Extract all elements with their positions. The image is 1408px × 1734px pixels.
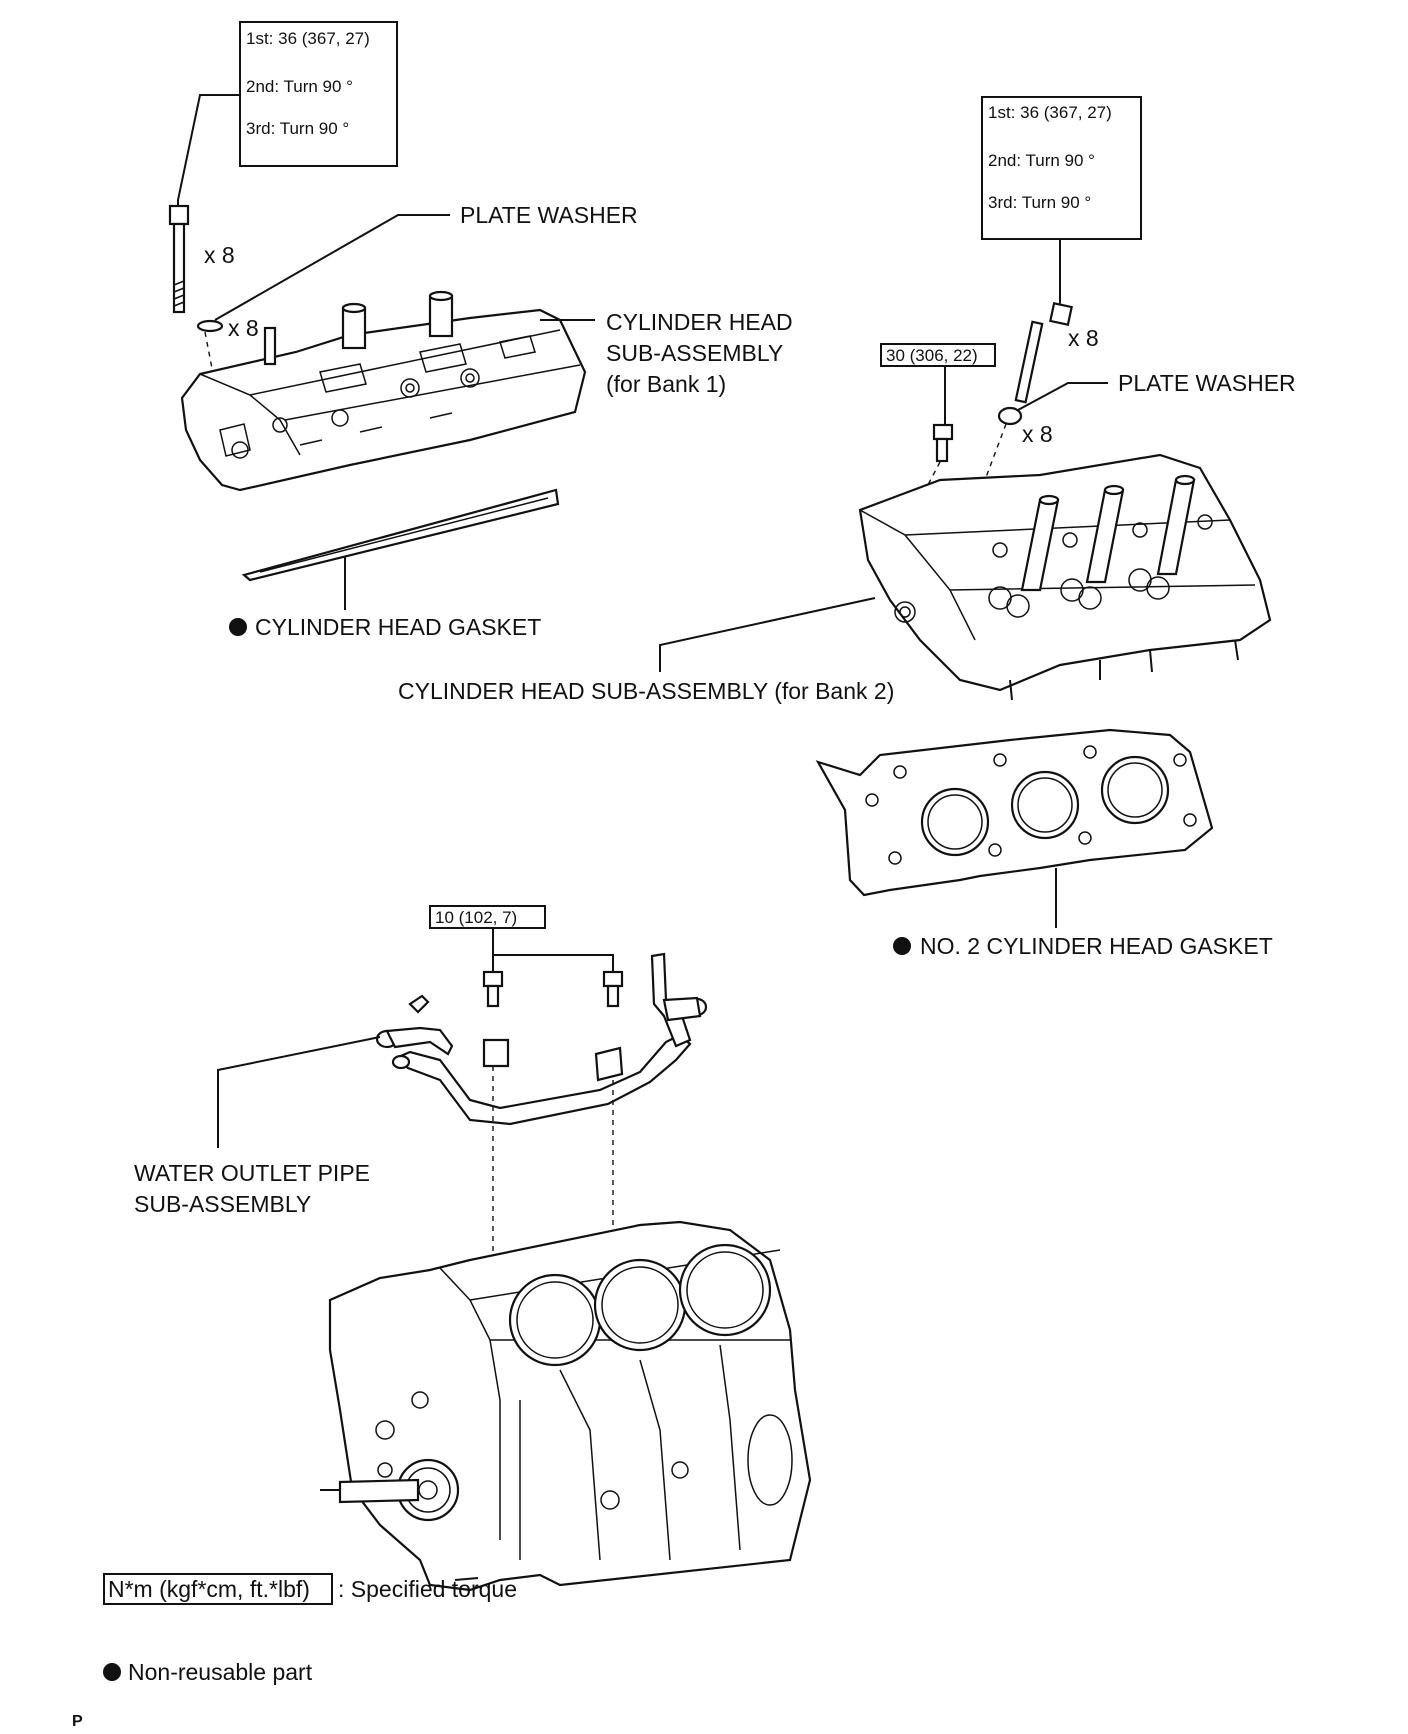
torque-small-bolt-box: 30 (306, 22) — [880, 343, 996, 367]
head-bank1-label-line2: SUB-ASSEMBLY — [606, 340, 783, 366]
gasket-1-label: CYLINDER HEAD GASKET — [255, 614, 541, 640]
torque-box-bank1: 1st: 36 (367, 27) 2nd: Turn 90 ° 3rd: Tu… — [239, 21, 398, 167]
corner-mark: P — [72, 1713, 83, 1730]
engine-block — [320, 1220, 812, 1592]
legend-nonreusable-dot — [103, 1663, 121, 1681]
qty-washer-bank2: x 8 — [1022, 421, 1053, 447]
torque-bank1-step1: 1st: 36 (367, 27) — [246, 29, 370, 48]
non-reusable-mark-1 — [229, 618, 247, 636]
head-bank2-label: CYLINDER HEAD SUB-ASSEMBLY (for Bank 2) — [398, 678, 894, 704]
head-bank1-label-line1: CYLINDER HEAD — [606, 309, 793, 335]
torque-bank2-step2: 2nd: Turn 90 ° — [988, 151, 1095, 170]
qty-washer-bank1: x 8 — [228, 315, 259, 341]
torque-box-bank2: 1st: 36 (367, 27) 2nd: Turn 90 ° 3rd: Tu… — [981, 96, 1142, 240]
water-outlet-pipe — [375, 952, 708, 1126]
head-bolt-bank1 — [168, 204, 190, 314]
torque-pipe-bolts-value: 10 (102, 7) — [435, 908, 517, 927]
cylinder-head-gasket-1 — [241, 488, 560, 582]
plate-washer-label-1: PLATE WASHER — [460, 202, 638, 228]
torque-bank2-step1: 1st: 36 (367, 27) — [988, 103, 1112, 122]
cylinder-head-bank1 — [180, 290, 587, 492]
plate-washer-label-2: PLATE WASHER — [1118, 370, 1296, 396]
small-bolt — [932, 423, 954, 463]
legend-nonreusable-text: Non-reusable part — [128, 1659, 313, 1685]
pipe-bolt-right — [602, 970, 624, 1008]
legend-nonreusable: Non-reusable part — [103, 1659, 313, 1685]
torque-pipe-bolts-box: 10 (102, 7) — [429, 905, 546, 929]
torque-bank2-step3: 3rd: Turn 90 ° — [988, 193, 1091, 212]
qty-bolt-bank2: x 8 — [1068, 325, 1099, 351]
torque-bank1-step3: 3rd: Turn 90 ° — [246, 119, 349, 138]
head-bolt-bank2 — [1014, 302, 1073, 404]
plate-washer-bank1 — [196, 319, 224, 333]
torque-bank1-step2: 2nd: Turn 90 ° — [246, 77, 353, 96]
head-bank1-label-line3: (for Bank 1) — [606, 371, 726, 397]
gasket-2-label: NO. 2 CYLINDER HEAD GASKET — [920, 933, 1273, 959]
cylinder-head-gasket-2 — [815, 728, 1214, 897]
legend-torque-unit: N*m (kgf*cm, ft.*lbf) — [108, 1576, 310, 1602]
non-reusable-mark-2 — [893, 937, 911, 955]
torque-small-bolt-value: 30 (306, 22) — [886, 346, 978, 365]
water-pipe-label-line2: SUB-ASSEMBLY — [134, 1191, 311, 1217]
pipe-bolt-left — [482, 970, 504, 1008]
water-pipe-label-line1: WATER OUTLET PIPE — [134, 1160, 370, 1186]
plate-washer-bank2 — [997, 406, 1023, 426]
legend-torque-text: : Specified torque — [338, 1576, 517, 1602]
qty-bolt-bank1: x 8 — [204, 242, 235, 268]
cylinder-head-bank2 — [858, 453, 1272, 701]
legend-torque: N*m (kgf*cm, ft.*lbf) : Specified torque — [103, 1573, 517, 1605]
